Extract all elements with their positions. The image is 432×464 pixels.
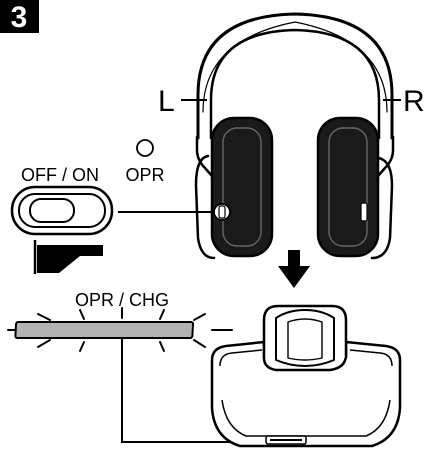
- step-number: 3: [11, 1, 28, 34]
- opr-chg-label: OPR / CHG: [75, 290, 169, 310]
- indicator-bar: [14, 321, 195, 339]
- power-switch-icon: [10, 185, 114, 236]
- off-on-label: OFF / ON: [21, 165, 99, 185]
- arrow-down-icon: [278, 250, 310, 288]
- opr-label: OPR: [125, 165, 164, 185]
- right-label: R: [403, 85, 425, 118]
- headphones-icon: [194, 12, 395, 260]
- indicator-led-icon: [136, 139, 154, 157]
- left-label: L: [158, 85, 175, 118]
- charging-stand-icon: [210, 304, 402, 448]
- indicator-leader-line: [121, 338, 266, 443]
- slide-direction-arrow-icon: [33, 240, 103, 274]
- step-number-badge: 3: [0, 0, 39, 34]
